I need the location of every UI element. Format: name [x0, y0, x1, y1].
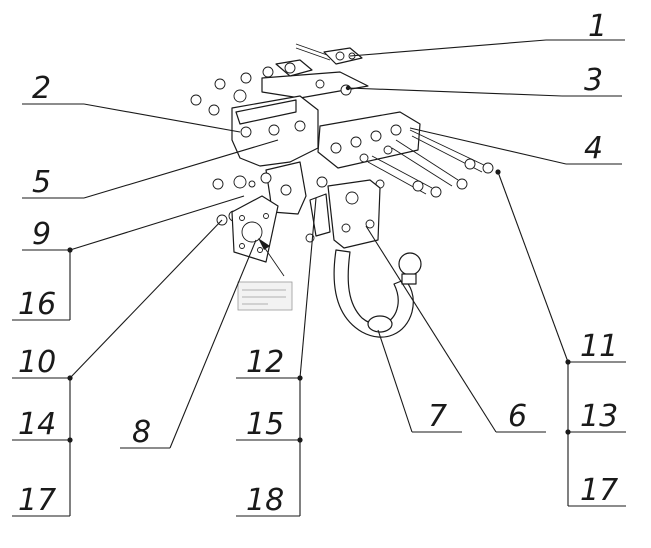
callout-11: 11 — [580, 329, 618, 364]
callout-4: 4 — [584, 131, 603, 166]
callout-15: 15 — [246, 407, 284, 442]
callout-13: 13 — [580, 399, 618, 434]
tow-hitch-assembly — [190, 43, 494, 338]
top-clamp-bar — [295, 43, 363, 65]
right-side-plate — [317, 111, 421, 169]
callout-10: 10 — [18, 345, 56, 380]
callout-14: 14 — [18, 407, 56, 442]
callout-2: 2 — [32, 71, 51, 106]
callout-18: 18 — [246, 483, 284, 518]
callout-12: 12 — [246, 345, 284, 380]
callout-6: 6 — [508, 399, 527, 434]
ball-mount-bracket — [305, 179, 381, 249]
label-arrow — [258, 238, 285, 277]
upper-rail-plate — [261, 59, 369, 99]
callout-5: 5 — [32, 165, 51, 200]
identification-plate — [237, 281, 293, 311]
callout-1: 1 — [588, 9, 607, 44]
leader-lines — [12, 39, 626, 517]
long-bolts — [367, 129, 494, 198]
callout-17-left: 17 — [18, 483, 56, 518]
left-side-bracket — [231, 95, 319, 215]
tow-ball-hook — [333, 249, 422, 338]
callout-16: 16 — [18, 287, 56, 322]
junction-dots — [67, 85, 571, 443]
callout-3: 3 — [584, 63, 603, 98]
callout-8: 8 — [132, 415, 151, 450]
socket-plate — [231, 195, 279, 263]
callout-7: 7 — [428, 399, 447, 434]
callout-9: 9 — [32, 217, 51, 252]
callout-17-right: 17 — [580, 473, 618, 508]
callout-labels: 1 2 3 4 5 9 16 10 14 17 8 12 15 18 7 6 1… — [18, 9, 618, 518]
